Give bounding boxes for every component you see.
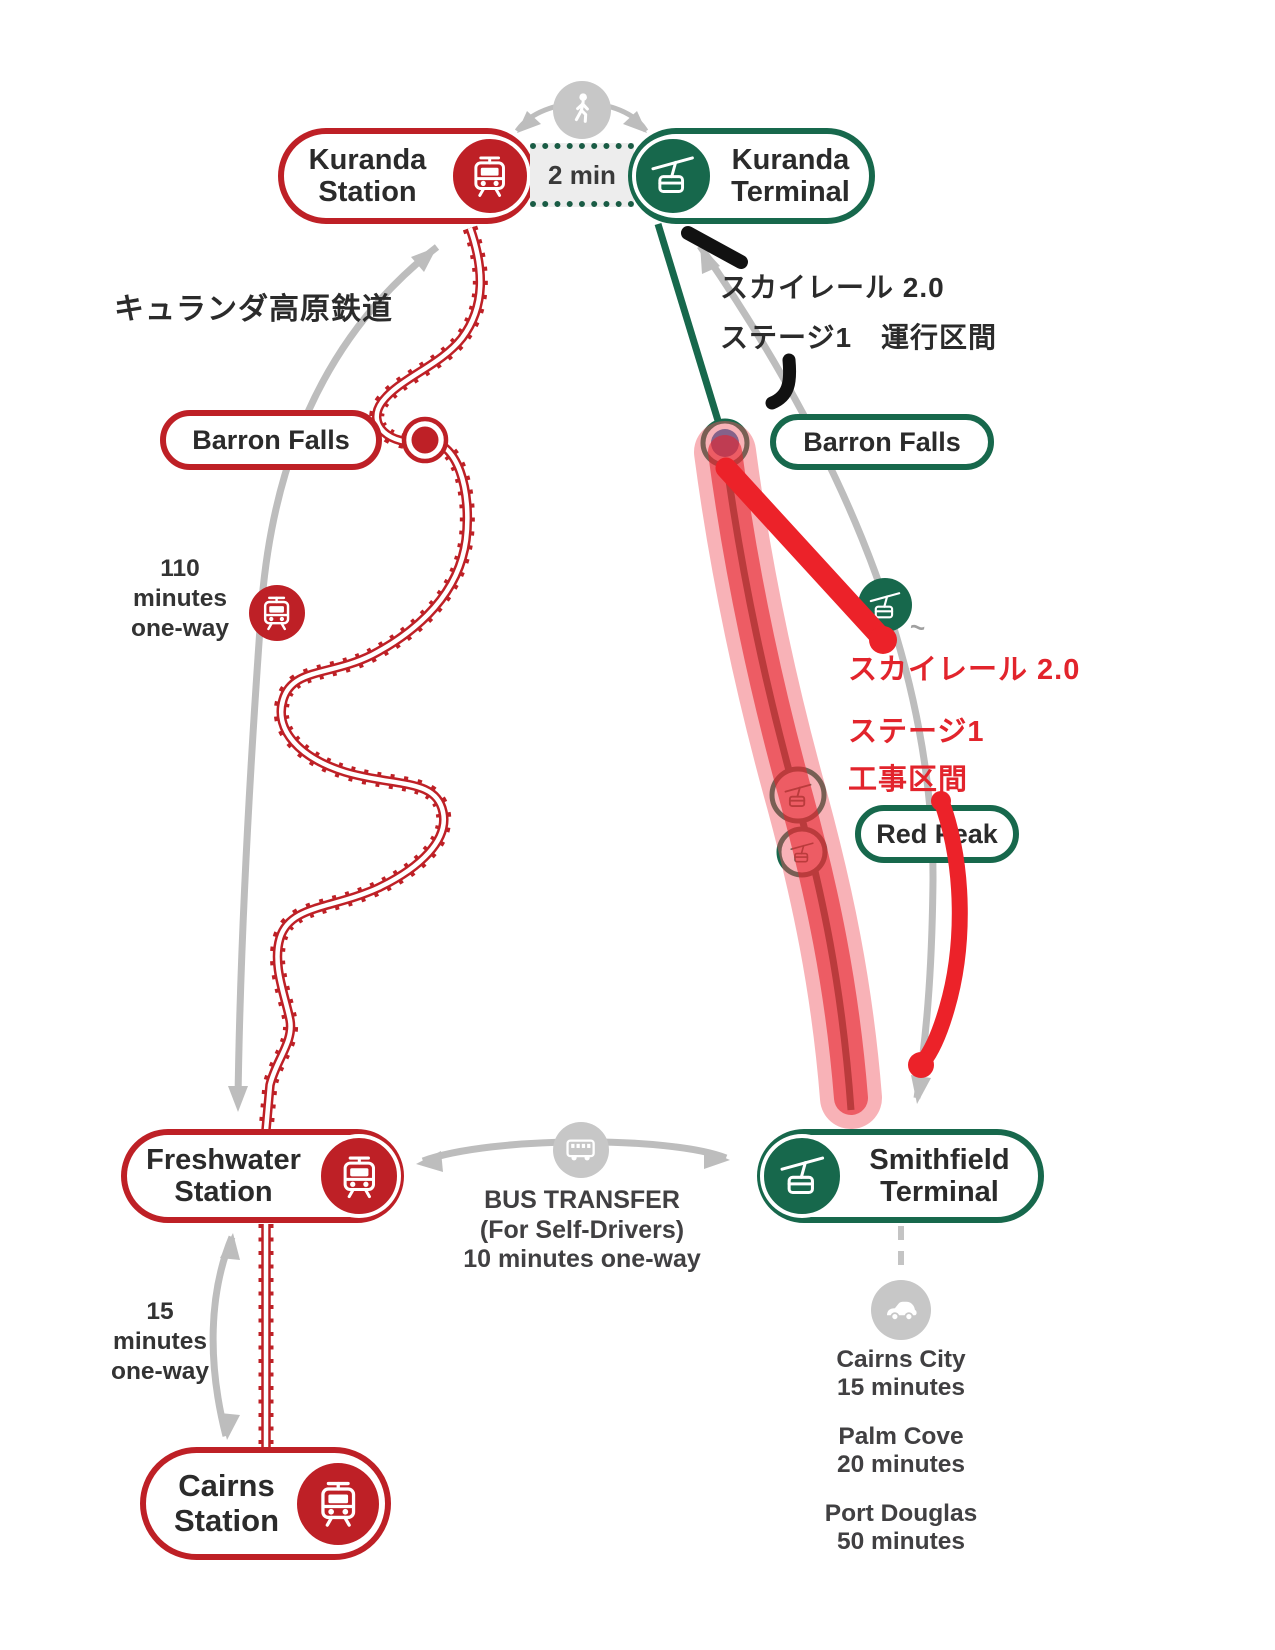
drive-destinations-list: Cairns City 15 minutes Palm Cove 20 minu… [756, 1346, 1046, 1577]
barron-falls-rail-label: Barron Falls [192, 424, 350, 455]
walk-duration: 2 min [548, 159, 616, 190]
kuranda-station-pill: Kuranda Station [278, 128, 535, 224]
cairns-station-label: Cairns Station [173, 1467, 280, 1538]
barron-falls-rail-pill: Barron Falls [160, 410, 382, 470]
smithfield-terminal-label: Smithfield Terminal [869, 1143, 1010, 1208]
red-peak-label: Red Peak [876, 818, 998, 849]
drive-destination: Cairns City 15 minutes [836, 1346, 966, 1401]
railway-japanese-label: キュランダ高原鉄道 [114, 293, 393, 326]
train-icon [293, 1458, 383, 1549]
barron-falls-skyrail-label: Barron Falls [803, 426, 961, 457]
bus-icon [553, 1122, 609, 1178]
train-icon [449, 135, 531, 217]
red-peak-station-circle [769, 766, 827, 824]
freshwater-station-label: Freshwater Station [146, 1143, 301, 1208]
red-peak-pill: Red Peak [855, 805, 1019, 863]
skyrail-line-upper [654, 222, 727, 439]
cable-car-icon [632, 135, 714, 217]
walking-person-icon [553, 81, 611, 139]
car-icon [871, 1280, 931, 1340]
operating-note-line1: スカイレール 2.0 [720, 272, 945, 303]
construction-note-line3: 工事区間 [848, 764, 969, 796]
drive-destination: Port Douglas 50 minutes [824, 1500, 978, 1555]
train-15-minutes-label: 15 minutes one-way [110, 1298, 210, 1385]
walk-transfer-box: 2 min [530, 143, 634, 207]
train-icon [317, 1134, 401, 1218]
railway-track [258, 225, 488, 1449]
construction-note-line1: スカイレール 2.0 [848, 654, 1081, 686]
train-110-minutes-label: 110 minutes one-way [130, 555, 230, 642]
kuranda-terminal-pill: Kuranda Terminal [628, 128, 875, 224]
operating-note-line2: ステージ1 運行区間 [720, 322, 998, 353]
construction-note-line2: ステージ1 [848, 716, 985, 748]
skyrail-gondola-badge [858, 578, 912, 632]
smithfield-terminal-pill: Smithfield Terminal [757, 1129, 1044, 1223]
mid-station-circle [776, 826, 828, 878]
cable-car-icon [760, 1134, 844, 1218]
drive-destination: Palm Cove 20 minutes [837, 1423, 965, 1478]
barron-falls-skyrail-dot [700, 418, 750, 468]
train-badge-icon [249, 585, 305, 641]
barron-falls-rail-dot [401, 416, 449, 464]
barron-falls-skyrail-pill: Barron Falls [770, 414, 994, 470]
kuranda-terminal-label: Kuranda Terminal [731, 143, 850, 208]
cairns-station-pill: Cairns Station [140, 1447, 391, 1560]
bus-transfer-label: BUS TRANSFER (For Self-Drivers) 10 minut… [463, 1186, 701, 1273]
freshwater-cairns-arc [209, 1233, 240, 1440]
kuranda-station-label: Kuranda Station [308, 143, 427, 208]
freshwater-station-pill: Freshwater Station [121, 1129, 404, 1223]
